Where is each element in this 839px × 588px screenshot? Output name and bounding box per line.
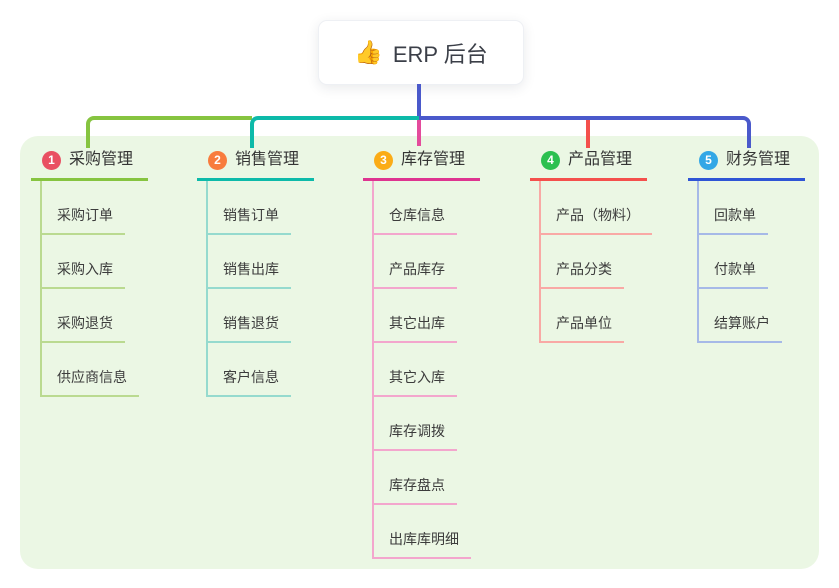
branch-header-4[interactable]: 4 产品管理 (530, 146, 648, 181)
child-row: 其它出库 (372, 289, 480, 343)
branch-number-badge: 3 (374, 150, 393, 170)
child-node[interactable]: 仓库信息 (372, 205, 457, 235)
child-row: 回款单 (697, 181, 805, 235)
children-connector-line (539, 181, 541, 343)
child-row: 产品分类 (539, 235, 652, 289)
child-node[interactable]: 回款单 (697, 205, 768, 235)
child-row: 库存调拨 (372, 397, 480, 451)
child-node[interactable]: 库存盘点 (372, 475, 457, 505)
child-node[interactable]: 产品分类 (539, 259, 624, 289)
branch-label: 销售管理 (235, 151, 300, 168)
branch-label: 产品管理 (568, 151, 633, 168)
child-row: 采购退货 (40, 289, 148, 343)
children-connector-line (40, 181, 42, 397)
child-row: 供应商信息 (40, 343, 148, 397)
root-title: ERP 后台 (392, 41, 488, 67)
child-row: 库存盘点 (372, 451, 480, 505)
child-node[interactable]: 采购入库 (40, 259, 125, 289)
child-row: 销售出库 (206, 235, 314, 289)
branch-children: 销售订单销售出库销售退货客户信息 (206, 181, 314, 397)
drop-branch-3-magenta (417, 120, 421, 146)
child-node[interactable]: 采购订单 (40, 205, 125, 235)
branch-label: 财务管理 (726, 151, 791, 168)
branch-number-badge: 2 (208, 150, 227, 170)
child-row: 其它入库 (372, 343, 480, 397)
child-row: 采购入库 (40, 235, 148, 289)
child-node[interactable]: 其它入库 (372, 367, 457, 397)
root-stem-line (417, 84, 421, 120)
child-node[interactable]: 结算账户 (697, 313, 782, 343)
child-node[interactable]: 供应商信息 (40, 367, 139, 397)
children-connector-line (372, 181, 374, 559)
children-connector-line (206, 181, 208, 397)
children-connector-line (697, 181, 699, 343)
child-node[interactable]: 销售订单 (206, 205, 291, 235)
branches-panel (20, 136, 819, 569)
child-row: 采购订单 (40, 181, 148, 235)
child-node[interactable]: 销售出库 (206, 259, 291, 289)
branch-column-4: 4 产品管理产品（物料） 产品分类产品单位 (530, 146, 652, 343)
child-row: 付款单 (697, 235, 805, 289)
child-row: 结算账户 (697, 289, 805, 343)
child-row: 出库库明细 (372, 505, 480, 559)
branch-header-1[interactable]: 1 采购管理 (31, 146, 149, 181)
branch-children: 仓库信息产品库存其它出库其它入库库存调拨库存盘点出库库明细 (372, 181, 480, 559)
child-row: 销售退货 (206, 289, 314, 343)
drop-branch-4-red (586, 120, 590, 148)
branch-label: 采购管理 (69, 151, 134, 168)
branch-column-1: 1 采购管理采购订单采购入库采购退货供应商信息 (31, 146, 149, 397)
child-node[interactable]: 销售退货 (206, 313, 291, 343)
child-row: 产品单位 (539, 289, 652, 343)
branch-header-3[interactable]: 3 库存管理 (363, 146, 481, 181)
elbow-branch-5-blue (419, 116, 751, 148)
branch-column-3: 3 库存管理仓库信息产品库存其它出库其它入库库存调拨库存盘点出库库明细 (363, 146, 481, 559)
branch-children: 产品（物料） 产品分类产品单位 (539, 181, 652, 343)
branch-number-badge: 1 (42, 150, 61, 170)
child-node[interactable]: 库存调拨 (372, 421, 457, 451)
child-node[interactable]: 产品库存 (372, 259, 457, 289)
child-node[interactable]: 出库库明细 (372, 529, 471, 559)
branch-number-badge: 4 (541, 150, 560, 170)
child-node[interactable]: 客户信息 (206, 367, 291, 397)
child-node[interactable]: 产品（物料） (539, 205, 652, 235)
thumbs-up-icon: 👍 (354, 39, 383, 65)
branch-column-2: 2 销售管理销售订单销售出库销售退货客户信息 (197, 146, 315, 397)
elbow-branch-2-teal (250, 116, 419, 148)
branch-header-2[interactable]: 2 销售管理 (197, 146, 315, 181)
branch-header-5[interactable]: 5 财务管理 (688, 146, 806, 181)
branch-label: 库存管理 (401, 151, 466, 168)
child-row: 仓库信息 (372, 181, 480, 235)
child-row: 销售订单 (206, 181, 314, 235)
branch-number-badge: 5 (699, 150, 718, 170)
root-node[interactable]: 👍 ERP 后台 (318, 20, 524, 85)
child-node[interactable]: 其它出库 (372, 313, 457, 343)
child-node[interactable]: 付款单 (697, 259, 768, 289)
child-row: 客户信息 (206, 343, 314, 397)
branch-children: 回款单付款单结算账户 (697, 181, 805, 343)
child-row: 产品库存 (372, 235, 480, 289)
child-node[interactable]: 采购退货 (40, 313, 125, 343)
child-row: 产品（物料） (539, 181, 652, 235)
branch-column-5: 5 财务管理回款单付款单结算账户 (688, 146, 806, 343)
child-node[interactable]: 产品单位 (539, 313, 624, 343)
branch-children: 采购订单采购入库采购退货供应商信息 (40, 181, 148, 397)
elbow-branch-1-green (86, 116, 252, 148)
